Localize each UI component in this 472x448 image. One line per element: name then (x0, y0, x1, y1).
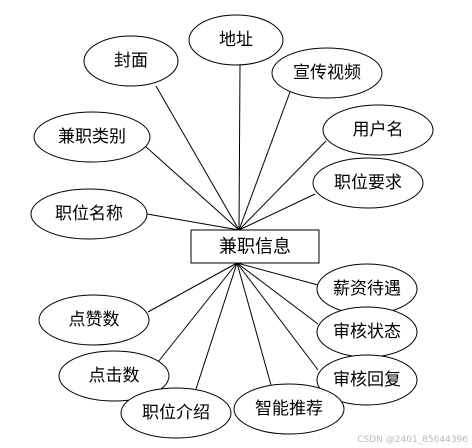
connector-job-description (195, 262, 238, 390)
attribute-label: 审核状态 (333, 322, 401, 342)
attribute-ellipse (322, 104, 434, 156)
attribute-label: 薪资待遇 (333, 279, 401, 299)
attribute-ellipse (58, 350, 170, 402)
watermark: CSDN @2401_85644396 (357, 435, 468, 445)
attribute-label: 点击数 (89, 366, 140, 386)
attribute-job-requirements: 职位要求 (312, 157, 424, 209)
connector-job-category (144, 145, 240, 231)
entity-label: 兼职信息 (219, 237, 291, 258)
connector-like-count (147, 262, 238, 313)
connector-lines (144, 64, 327, 390)
connector-promo-video (238, 91, 291, 231)
connector-job-title (146, 213, 240, 231)
attribute-job-title: 职位名称 (30, 188, 148, 240)
attribute-ellipse (316, 354, 418, 406)
attribute-address: 地址 (188, 14, 284, 66)
connector-review-status (236, 262, 319, 325)
attribute-ellipse (83, 35, 179, 87)
connector-review-reply (236, 262, 319, 371)
attribute-click-count: 点击数 (58, 350, 170, 402)
attribute-label: 审核回复 (333, 370, 401, 390)
attribute-label: 职位要求 (334, 173, 402, 193)
attribute-job-category: 兼职类别 (33, 111, 151, 163)
attribute-smart-recommend: 智能推荐 (233, 383, 345, 435)
attribute-label: 地址 (219, 30, 253, 50)
attribute-review-status: 审核状态 (316, 306, 418, 358)
connector-username (238, 140, 327, 231)
entity-node: 兼职信息 (190, 229, 320, 264)
attribute-like-count: 点赞数 (38, 294, 150, 346)
attribute-ellipse (271, 47, 383, 99)
attribute-label: 用户名 (353, 120, 404, 140)
attribute-label: 兼职类别 (58, 127, 126, 147)
connector-address (238, 64, 241, 231)
attribute-label: 点赞数 (69, 310, 120, 330)
attribute-review-reply: 审核回复 (316, 354, 418, 406)
attribute-label: 职位介绍 (142, 403, 210, 423)
attribute-ellipse (233, 383, 345, 435)
attribute-label: 宣传视频 (293, 63, 361, 83)
connector-salary-benefits (236, 262, 319, 286)
attribute-ellipse (30, 188, 148, 240)
connector-smart-recommend (236, 262, 272, 386)
attribute-job-description: 职位介绍 (120, 387, 232, 439)
attribute-promo-video: 宣传视频 (271, 47, 383, 99)
connector-job-requirements (238, 193, 316, 231)
attribute-cover: 封面 (83, 35, 179, 87)
attribute-label: 智能推荐 (255, 399, 323, 419)
attribute-label: 封面 (114, 51, 148, 71)
attribute-ellipse (33, 111, 151, 163)
attribute-ellipse (312, 157, 424, 209)
attribute-ellipse (38, 294, 150, 346)
attribute-ellipse (188, 14, 284, 66)
entity-box (190, 229, 320, 264)
connector-click-count (157, 262, 238, 363)
attribute-ellipse (120, 387, 232, 439)
connector-cover (155, 85, 240, 231)
attribute-label: 职位名称 (55, 204, 123, 224)
attribute-username: 用户名 (322, 104, 434, 156)
